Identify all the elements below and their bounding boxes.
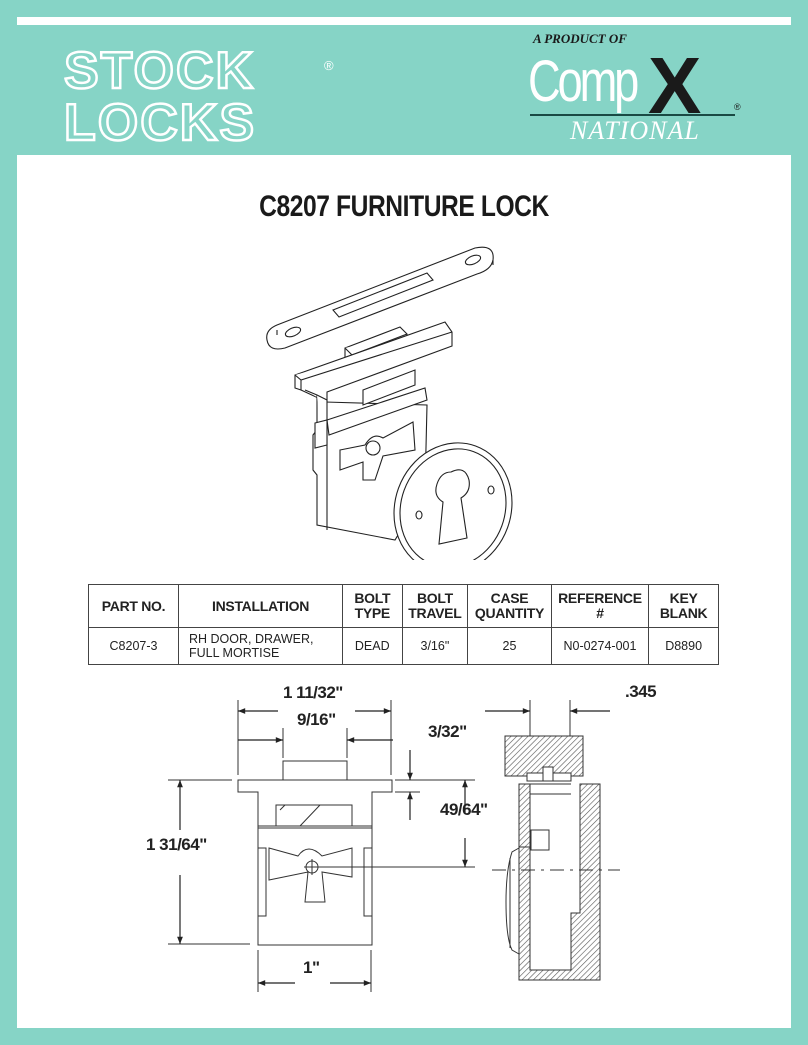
cell-key-blank: D8890 (648, 627, 719, 665)
cell-case-quantity: 25 (467, 627, 552, 665)
col-key-blank: KEY BLANK (648, 584, 719, 628)
col-reference: REFERENCE # (550, 584, 650, 628)
compx-national-logo: A PRODUCT OF Comp X ® NATIONAL (520, 28, 760, 148)
col-bolt-type: BOLT TYPE (342, 584, 403, 628)
registered-mark: ® (734, 102, 741, 112)
lock-isometric-illustration (266, 246, 513, 560)
table-row: C8207-3 RH DOOR, DRAWER, FULL MORTISE DE… (88, 627, 719, 665)
svg-text:LOCKS: LOCKS (64, 94, 256, 144)
dim-side-depth: .345 (625, 682, 657, 701)
cell-installation: RH DOOR, DRAWER, FULL MORTISE (177, 627, 344, 665)
col-installation: INSTALLATION (177, 584, 344, 628)
col-case-quantity: CASE QUANTITY (467, 584, 552, 628)
product-of-label: A PRODUCT OF (533, 31, 627, 46)
col-part-no: PART NO. (88, 584, 179, 628)
logo-rule (530, 114, 735, 116)
installation-line-1: RH DOOR, DRAWER, (188, 632, 314, 646)
spec-table: PART NO. INSTALLATION BOLT TYPE BOLT TRA… (88, 584, 719, 665)
comp-wordmark: Comp (528, 49, 639, 114)
cell-bolt-travel: 3/16" (401, 627, 469, 665)
table-header-row: PART NO. INSTALLATION BOLT TYPE BOLT TRA… (88, 584, 719, 628)
cell-reference: N0-0274-001 (550, 627, 650, 665)
dim-case-width: 1" (303, 958, 320, 977)
installation-line-2: FULL MORTISE (188, 646, 280, 660)
national-wordmark: NATIONAL (570, 116, 700, 145)
cell-bolt-type: DEAD (342, 627, 403, 665)
dim-keyhole-center: 49/64" (440, 800, 488, 819)
dimension-drawings (168, 700, 620, 992)
svg-text:STOCK: STOCK (64, 44, 255, 100)
dim-overall-width: 1 11/32" (283, 683, 343, 702)
page-title: C8207 FURNITURE LOCK (259, 190, 549, 223)
x-wordmark: X (648, 41, 702, 130)
dim-overall-height: 1 31/64" (146, 835, 207, 854)
col-bolt-travel: BOLT TRAVEL (401, 584, 469, 628)
dim-bolt-width: 9/16" (297, 710, 336, 729)
dim-faceplate-thickness: 3/32" (428, 722, 467, 741)
stock-locks-logo: STOCK LOCKS ® (63, 44, 334, 144)
top-white-strip (17, 17, 791, 25)
svg-text:®: ® (324, 58, 334, 73)
cell-part-no: C8207-3 (88, 627, 179, 665)
